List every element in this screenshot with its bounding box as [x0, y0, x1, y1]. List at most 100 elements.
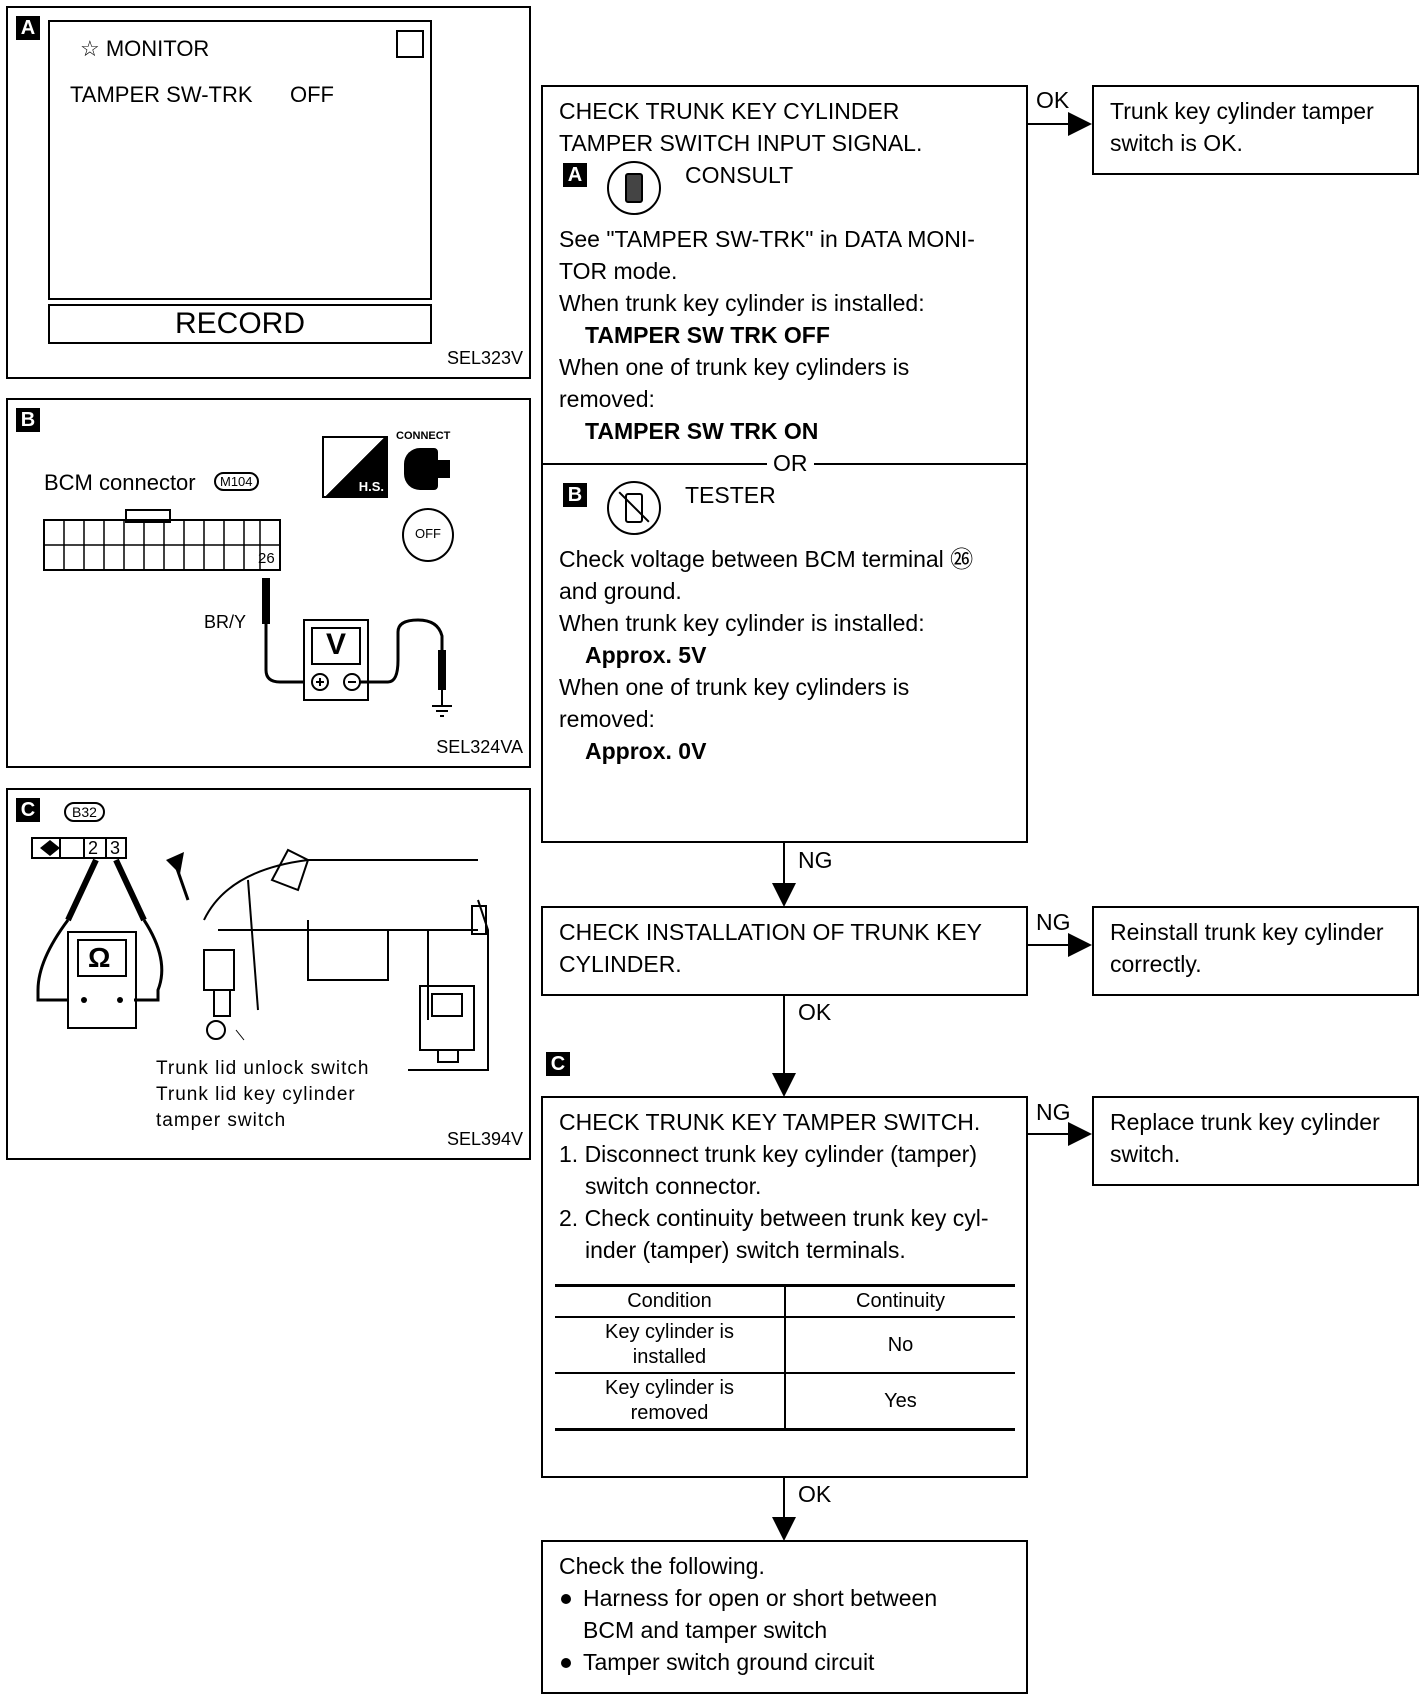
step2-line-2: CYLINDER.: [559, 951, 682, 977]
step1-line-7: TAMPER SW TRK ON: [585, 418, 819, 444]
step1-line-11: Approx. 5V: [585, 642, 707, 668]
pin-3-label: 3: [110, 838, 121, 858]
ok1-result-line-1: Trunk key cylinder tamper: [1110, 98, 1374, 124]
ng2-result-box: Reinstall trunk key cylinder correctly.: [1092, 906, 1419, 996]
checkbox-icon: [396, 30, 424, 58]
record-button[interactable]: RECORD: [48, 304, 432, 344]
final-title: Check the following.: [559, 1553, 765, 1579]
step1-line-4: TAMPER SW TRK OFF: [585, 322, 830, 348]
step3-item-2b: inder (tamper) switch terminals.: [585, 1237, 906, 1263]
step1-consult-label: CONSULT: [685, 162, 794, 188]
terminal-26-label: 26: [258, 550, 275, 567]
step1-line-9: and ground.: [559, 578, 682, 604]
step3-item-1a: 1. Disconnect trunk key cylinder (tamper…: [559, 1141, 977, 1167]
table-header-continuity: Continuity: [856, 1290, 945, 1312]
panel-a-code: SEL323V: [446, 348, 523, 368]
row1-condition-cell: Key cylinder is installed: [555, 1317, 786, 1373]
monitor-title: ☆ MONITOR: [80, 36, 210, 61]
step1-line-14: Approx. 0V: [585, 738, 707, 764]
consult-device-icon: [607, 161, 661, 215]
hs-label: H.S.: [358, 479, 384, 494]
bcm-connector-diagram: [43, 509, 452, 717]
tester-meter-icon: [625, 493, 643, 523]
row2-condition-line-2: removed: [630, 1402, 709, 1424]
panel-c-code: SEL394V: [446, 1129, 523, 1149]
step1-line-10: When trunk key cylinder is installed:: [559, 610, 925, 636]
final-bullet-1b: BCM and tamper switch: [583, 1617, 828, 1643]
step1-tester-label: TESTER: [685, 482, 776, 508]
final-bullet-2: Tamper switch ground circuit: [583, 1649, 875, 1675]
monitor-item-name: TAMPER SW-TRK: [70, 82, 253, 107]
ok2-label: OK: [798, 999, 832, 1025]
step1-line-8: Check voltage between BCM terminal ㉖: [559, 546, 974, 572]
key-off-label: OFF: [415, 526, 441, 541]
step3-box: CHECK TRUNK KEY TAMPER SWITCH. 1. Discon…: [541, 1096, 1028, 1478]
ok3-label: OK: [798, 1481, 832, 1507]
continuity-test-diagram: [31, 837, 489, 1071]
row2-condition-line-1: Key cylinder is: [605, 1377, 734, 1399]
callout-tamper-switch: tamper switch: [156, 1110, 287, 1131]
or-label: OR: [767, 447, 814, 479]
step1-title-1: CHECK TRUNK KEY CYLINDER: [559, 98, 900, 124]
ng3-result-box: Replace trunk key cylinder switch.: [1092, 1096, 1419, 1186]
panel-b-tag: B: [16, 408, 40, 432]
bcm-connector-label: BCM connector: [44, 470, 196, 495]
ng3-result-line-2: switch.: [1110, 1141, 1181, 1167]
step3-item-1b: switch connector.: [585, 1173, 762, 1199]
panel-a-tag: A: [16, 16, 40, 40]
ignition-key-off-icon: OFF: [402, 508, 454, 562]
ng1-label: NG: [798, 847, 833, 873]
monitor-item-value: OFF: [290, 82, 334, 107]
step1-box: CHECK TRUNK KEY CYLINDER TAMPER SWITCH I…: [541, 85, 1028, 843]
connector-b32-id: B32: [64, 802, 105, 822]
step1-line-1: See "TAMPER SW-TRK" in DATA MONI-: [559, 226, 975, 252]
ok1-label: OK: [1036, 87, 1070, 113]
hs-icon: H.S.: [322, 436, 388, 498]
step1-line-12: When one of trunk key cylinders is: [559, 674, 910, 700]
table-row: Key cylinder is installed No: [555, 1317, 1015, 1373]
row1-condition-line-2: installed: [632, 1346, 707, 1368]
ohmmeter-symbol: Ω: [88, 942, 111, 973]
step3-title: CHECK TRUNK KEY TAMPER SWITCH.: [559, 1109, 981, 1135]
step1-line-3: When trunk key cylinder is installed:: [559, 290, 925, 316]
tester-device-icon: [607, 481, 661, 535]
step3-item-2a: 2. Check continuity between trunk key cy…: [559, 1205, 989, 1231]
panel-c: C B32 2 3 Ω: [6, 788, 531, 1160]
callout-unlock-switch: Trunk lid unlock switch: [156, 1058, 370, 1079]
step1-line-2: TOR mode.: [559, 258, 678, 284]
wire-color-label: BR/Y: [204, 612, 247, 632]
ng2-result-line-2: correctly.: [1110, 951, 1202, 977]
final-bullet-1a: Harness for open or short between: [583, 1585, 938, 1611]
panel-b: B BCM connector M104 2: [6, 398, 531, 768]
final-box: Check the following. Harness for open or…: [541, 1540, 1028, 1694]
pin-2-label: 2: [88, 838, 99, 858]
ng3-label: NG: [1036, 1099, 1071, 1125]
bcm-connector-id: M104: [214, 472, 259, 491]
connector-plug-icon: [404, 448, 438, 490]
step1-consult-tag: A: [563, 163, 587, 187]
bullet-icon: [561, 1594, 571, 1604]
panel-c-tag: C: [16, 798, 40, 822]
ng3-result-line-1: Replace trunk key cylinder: [1110, 1109, 1380, 1135]
ng2-label: NG: [1036, 909, 1071, 935]
table-header-condition: Condition: [555, 1287, 786, 1317]
row1-condition-line-1: Key cylinder is: [605, 1321, 734, 1343]
monitor-screen: ☆ MONITOR TAMPER SW-TRK OFF: [48, 20, 432, 300]
step1-line-13: removed:: [559, 706, 655, 732]
step1-line-6: removed:: [559, 386, 655, 412]
panel-a: A ☆ MONITOR TAMPER SW-TRK OFF RECORD SEL…: [6, 6, 531, 379]
ok1-result-box: Trunk key cylinder tamper switch is OK.: [1092, 85, 1419, 175]
ok1-result-line-2: switch is OK.: [1110, 130, 1243, 156]
panel-b-code: SEL324VA: [436, 737, 523, 757]
row1-continuity: No: [887, 1333, 914, 1356]
ng2-result-line-1: Reinstall trunk key cylinder: [1110, 919, 1384, 945]
table-row: Key cylinder is removed Yes: [555, 1373, 1015, 1428]
row2-continuity: Yes: [884, 1389, 917, 1412]
callout-key-cylinder: Trunk lid key cylinder: [156, 1084, 356, 1105]
connector-plug-pin-icon: [438, 460, 450, 478]
step1-tester-tag: B: [563, 483, 587, 507]
step2-line-1: CHECK INSTALLATION OF TRUNK KEY: [559, 919, 983, 945]
step2-box: CHECK INSTALLATION OF TRUNK KEY CYLINDER…: [541, 906, 1028, 996]
continuity-table: Condition Continuity Key cylinder is ins…: [555, 1284, 1015, 1431]
step1-title-2: TAMPER SWITCH INPUT SIGNAL.: [559, 130, 923, 156]
